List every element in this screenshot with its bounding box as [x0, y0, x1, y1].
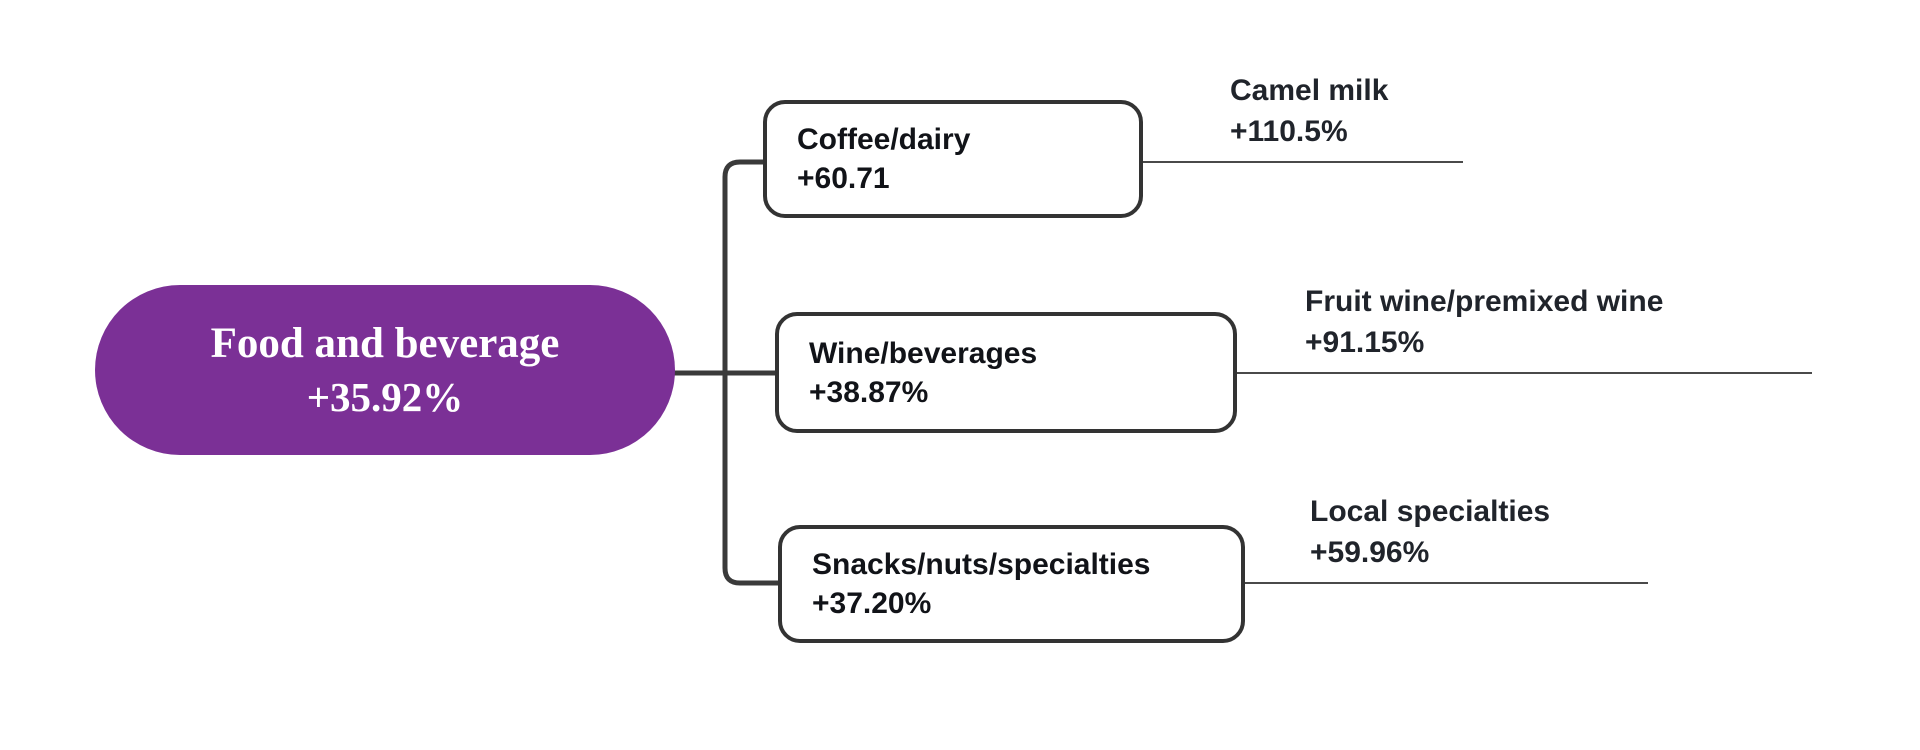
branch-node-label: Snacks/nuts/specialties: [812, 548, 1151, 581]
branch-node-label: Coffee/dairy: [797, 123, 971, 156]
root-node-label: Food and beverage: [210, 320, 560, 368]
leaf-node-camel-milk: Camel milk +110.5%: [1230, 70, 1388, 152]
branch-node-value: +38.87%: [809, 375, 929, 409]
branch-node-coffee-dairy: Coffee/dairy +60.71: [763, 100, 1143, 218]
leaf-node-fruit-wine-premixed-wine: Fruit wine/premixed wine +91.15%: [1305, 281, 1663, 363]
leaf-node-label: Camel milk: [1230, 74, 1389, 107]
root-node-value: +35.92%: [306, 374, 464, 421]
leaf-node-value: +110.5%: [1230, 115, 1348, 149]
branch-node-value: +60.71: [797, 162, 890, 195]
root-node-food-and-beverage: Food and beverage +35.92%: [95, 285, 675, 455]
leaf-node-value: +59.96%: [1310, 536, 1430, 570]
leaf-node-local-specialties: Local specialties +59.96%: [1310, 491, 1550, 573]
branch-node-snacks-nuts-specialties: Snacks/nuts/specialties +37.20%: [778, 525, 1245, 643]
leaf-node-label: Fruit wine/premixed wine: [1305, 285, 1664, 318]
leaf-node-label: Local specialties: [1310, 495, 1551, 528]
connector-trunk: [722, 159, 781, 586]
branch-node-wine-beverages: Wine/beverages +38.87%: [775, 312, 1237, 433]
branch-node-label: Wine/beverages: [809, 336, 1038, 370]
leaf-node-value: +91.15%: [1305, 326, 1425, 360]
branch-node-value: +37.20%: [812, 587, 932, 620]
